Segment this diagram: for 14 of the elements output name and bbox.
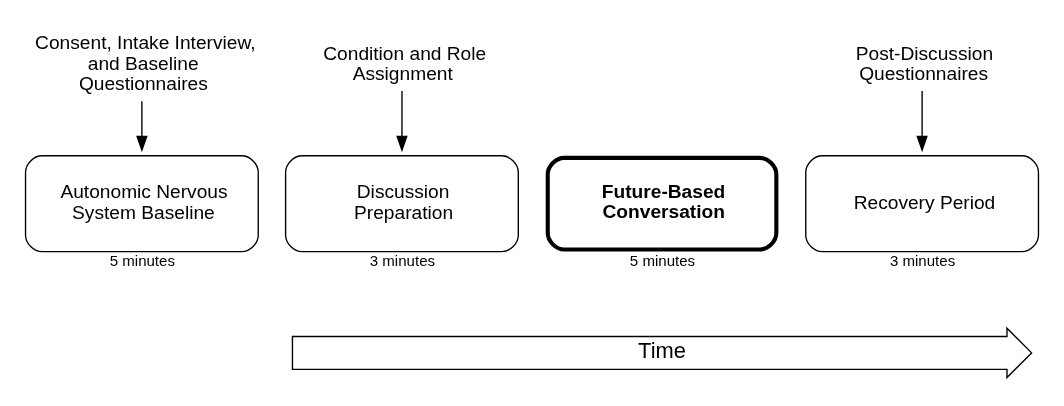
node-text: Condition and Role Assignment: [323, 42, 487, 85]
node-text: Post-Discussion Questionnaires: [855, 42, 994, 85]
node-box: Recovery Period: [805, 155, 1040, 253]
node-box: Autonomic Nervous System Baseline: [24, 155, 259, 253]
node-label: 3 minutes: [889, 252, 956, 270]
node-label: 3 minutes: [369, 252, 436, 270]
node-box: Discussion Preparation: [284, 155, 519, 253]
arrow: [916, 90, 928, 153]
arrow: [396, 90, 408, 153]
arrow: [136, 100, 148, 153]
node-label: 5 minutes: [629, 252, 696, 270]
node-label: 5 minutes: [109, 252, 175, 270]
node-box: Future-Based Conversation: [545, 155, 779, 252]
node-text: Consent, Intake Interview, and Baseline Questionnaires: [35, 32, 256, 95]
